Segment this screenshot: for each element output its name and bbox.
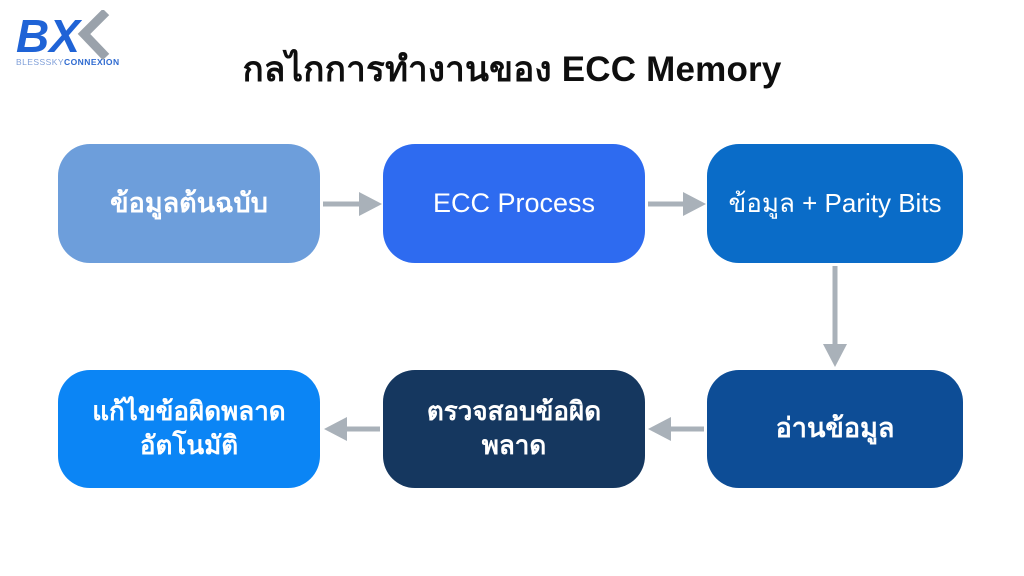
logo-accent-chevron: [77, 10, 110, 60]
arrow-source-to-process: [323, 192, 382, 216]
bx-logo-icon: BX: [16, 10, 110, 60]
brand-name-part2: CONNEXION: [64, 57, 120, 67]
flow-box-label-line2: อัตโนมัติ: [139, 430, 239, 460]
flow-box-label: อ่านข้อมูล: [775, 413, 895, 444]
arrow-parity-to-read: [823, 266, 847, 367]
flow-box-label-line1: แก้ไขข้อผิดพลาด: [92, 396, 286, 427]
brand-logo: BX BLESSSKYCONNEXION: [14, 10, 134, 67]
arrow-read-to-check: [648, 417, 704, 441]
flow-box-label: ข้อมูล + Parity Bits: [728, 187, 942, 218]
arrow-check-to-fix: [324, 417, 380, 441]
flow-box-source-data: ข้อมูลต้นฉบับ: [58, 144, 320, 263]
arrow-process-to-parity: [648, 192, 706, 216]
flow-box-ecc-process: ECC Process: [383, 144, 645, 263]
flow-box-read-data: อ่านข้อมูล: [707, 370, 963, 488]
logo-monogram: BX: [16, 10, 82, 60]
flow-box-label: ข้อมูลต้นฉบับ: [110, 187, 268, 218]
flow-box-check-errors: ตรวจสอบข้อผิดพลาด: [383, 370, 645, 488]
page-title: กลไกการทำงานของ ECC Memory: [242, 50, 782, 89]
brand-name: BLESSSKYCONNEXION: [16, 57, 134, 67]
flow-box-label: ตรวจสอบข้อผิดพลาด: [426, 396, 602, 460]
flow-box-auto-fix: แก้ไขข้อผิดพลาด อัตโนมัติ: [58, 370, 320, 488]
flow-box-data-parity: ข้อมูล + Parity Bits: [707, 144, 963, 263]
brand-name-part1: BLESSSKY: [16, 57, 65, 67]
flow-box-label: ECC Process: [432, 187, 596, 218]
